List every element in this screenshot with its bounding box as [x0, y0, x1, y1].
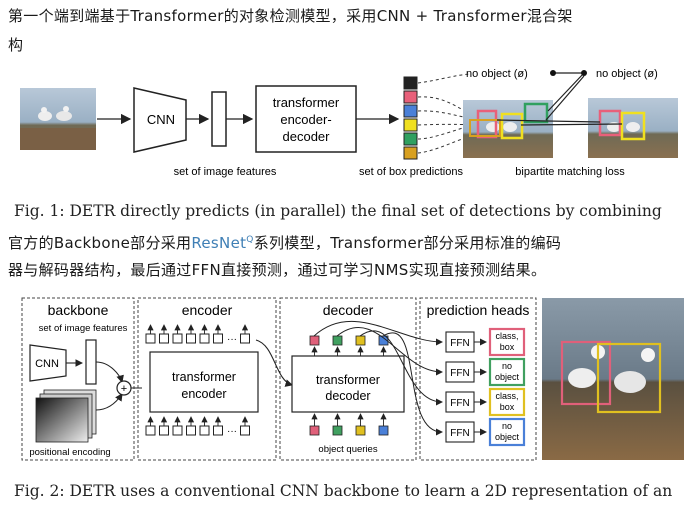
token [146, 334, 155, 343]
para2-text-post: 系列模型，Transformer部分采用标准的编码 [254, 234, 562, 252]
object-query-2 [333, 426, 342, 435]
token [241, 334, 250, 343]
figure-2-caption: Fig. 2: DETR uses a conventional CNN bac… [14, 482, 672, 500]
encoder-input-tokens: ··· [146, 325, 250, 345]
token [187, 334, 196, 343]
object-query-1 [310, 426, 319, 435]
token [146, 426, 155, 435]
output-line-2: object [495, 372, 520, 382]
image-features-label: set of image features [174, 166, 277, 178]
decoder-title: decoder [323, 302, 374, 318]
intro-line-1: 第一个端到端基于Transformer的对象检测模型，采用CNN + Trans… [8, 4, 573, 28]
enc-label-2: encoder [181, 387, 226, 401]
box-prediction-4 [404, 119, 417, 131]
token-ellipsis: ··· [227, 426, 237, 437]
box-prediction-2 [404, 91, 417, 103]
transformer-label-1: transformer [273, 95, 340, 110]
figure-1-caption: Fig. 1: DETR directly predicts (in paral… [14, 202, 662, 220]
cnn-label-2: CNN [35, 358, 59, 370]
positional-encoding-label: positional encoding [29, 447, 110, 458]
token [214, 426, 223, 435]
dec-label-2: decoder [325, 389, 370, 403]
para2-line-2: 器与解码器结构，最后通过FFN直接预测，通过可学习NMS实现直接预测结果。 [8, 258, 546, 282]
token [160, 426, 169, 435]
ffn-label: FFN [450, 338, 469, 349]
positional-encoding-images [36, 390, 96, 442]
resnet-link[interactable]: ResNet [191, 234, 246, 252]
cnn-label: CNN [147, 112, 175, 127]
output-line-1: class, [495, 331, 518, 341]
object-query-4 [379, 426, 388, 435]
decoder-output-3 [356, 336, 365, 345]
para2-text-pre: 官方的Backbone部分采用 [8, 234, 191, 252]
encoder-title: encoder [182, 302, 233, 318]
box-predictions-column [404, 77, 417, 159]
output-line-2: box [500, 402, 515, 412]
transformer-label-3: decoder [283, 129, 331, 144]
feature-bar [86, 340, 96, 384]
transformer-label-2: encoder- [280, 112, 331, 127]
box-prediction-6 [404, 147, 417, 159]
matching-loss-label: bipartite matching loss [515, 166, 625, 178]
token-ellipsis: ··· [227, 334, 237, 345]
token [160, 334, 169, 343]
box-prediction-1 [404, 77, 417, 89]
dec-label-1: transformer [316, 373, 380, 387]
ffn-label: FFN [450, 398, 469, 409]
prediction-image [463, 100, 553, 158]
output-line-2: box [500, 342, 515, 352]
svg-text:+: + [121, 383, 127, 395]
search-icon[interactable]: Q [246, 235, 253, 245]
output-line-1: no [502, 421, 512, 431]
backbone-title: backbone [48, 302, 109, 318]
encoder-output-tokens: ··· [146, 417, 250, 437]
output-image [542, 298, 684, 460]
output-line-1: no [502, 361, 512, 371]
token [173, 334, 182, 343]
enc-label-1: transformer [172, 370, 236, 384]
token [173, 426, 182, 435]
token [200, 426, 209, 435]
box-prediction-3 [404, 105, 417, 117]
ffn-label: FFN [450, 428, 469, 439]
intro-line-2: 构 [8, 33, 23, 57]
image-features-block [212, 92, 226, 146]
input-image [20, 88, 96, 150]
object-query-3 [356, 426, 365, 435]
ground-truth-image [588, 98, 678, 158]
para2-line-1: 官方的Backbone部分采用ResNetQ系列模型，Transformer部分… [8, 228, 561, 255]
ffn-label: FFN [450, 368, 469, 379]
image-features-label-2: set of image features [39, 323, 128, 334]
figure-2-detr-architecture: backbone encoder decoder prediction head… [0, 292, 695, 462]
output-line-1: class, [495, 391, 518, 401]
no-object-left: no object (ø) [466, 68, 528, 80]
no-object-right: no object (ø) [596, 68, 658, 80]
token [214, 334, 223, 343]
token [187, 426, 196, 435]
box-prediction-5 [404, 133, 417, 145]
heads-title: prediction heads [427, 302, 530, 318]
figure-1-detr-pipeline: CNN set of image features transformer en… [0, 64, 695, 186]
output-line-2: object [495, 432, 520, 442]
box-predictions-label: set of box predictions [359, 166, 463, 178]
token [200, 334, 209, 343]
decoder-output-2 [333, 336, 342, 345]
decoder-output-1 [310, 336, 319, 345]
object-queries-label: object queries [318, 444, 377, 455]
token [241, 426, 250, 435]
